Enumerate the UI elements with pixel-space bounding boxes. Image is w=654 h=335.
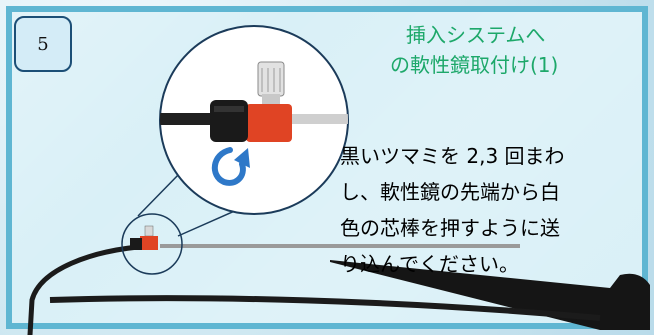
title-line-2: の軟性鏡取付け(1): [390, 53, 559, 77]
curved-arrow-icon: [212, 147, 250, 186]
instruction-line-1: 黒いツマミを 2,3 回まわ: [340, 144, 565, 168]
instruction-text: 黒いツマミを 2,3 回まわ し、軟性鏡の先端から白 色の芯棒を押すように送 り…: [340, 138, 640, 282]
detail-small-circle: [121, 213, 183, 275]
step-number: 5: [37, 33, 49, 55]
title-line-1: 挿入システムへ: [406, 23, 546, 47]
instruction-line-4: り込んでください。: [340, 252, 519, 276]
magnified-connector: [160, 61, 348, 142]
instruction-line-2: し、軟性鏡の先端から白: [340, 180, 560, 204]
instruction-line-3: 色の芯棒を押すように送: [340, 216, 560, 240]
insertion-tube-lower: [49, 295, 601, 321]
small-connector: [130, 225, 158, 250]
slide-title: 挿入システムへ の軟性鏡取付け(1): [390, 20, 640, 80]
endoscope-cable: [27, 243, 153, 335]
step-number-badge: 5: [14, 16, 72, 72]
